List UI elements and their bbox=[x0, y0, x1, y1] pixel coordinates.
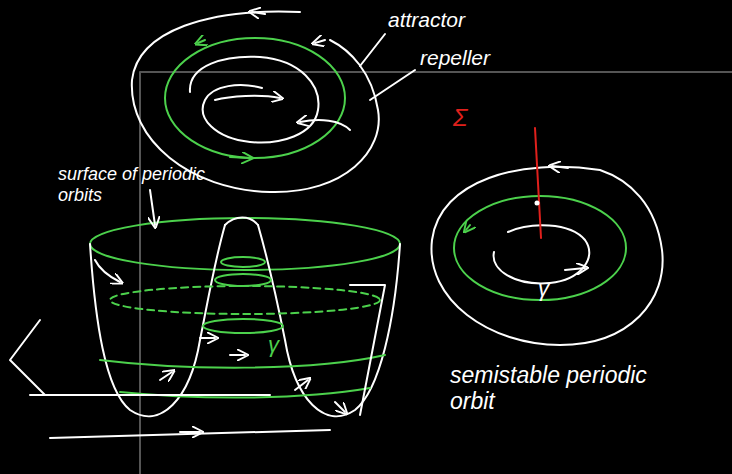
orbit-symbol: γ bbox=[538, 276, 549, 301]
semistable-sketch bbox=[431, 128, 662, 345]
semistable-label: semistable periodic orbit bbox=[450, 362, 690, 415]
attractor-label: attractor bbox=[388, 8, 465, 32]
section-symbol: Σ bbox=[453, 104, 467, 132]
repeller-label: repeller bbox=[420, 46, 490, 70]
orbit-symbol: γ bbox=[268, 332, 279, 357]
section-line bbox=[535, 128, 541, 238]
frame-line bbox=[140, 72, 732, 474]
surface-label: surface of periodic orbits bbox=[58, 164, 208, 205]
surface-sketch bbox=[10, 190, 400, 438]
